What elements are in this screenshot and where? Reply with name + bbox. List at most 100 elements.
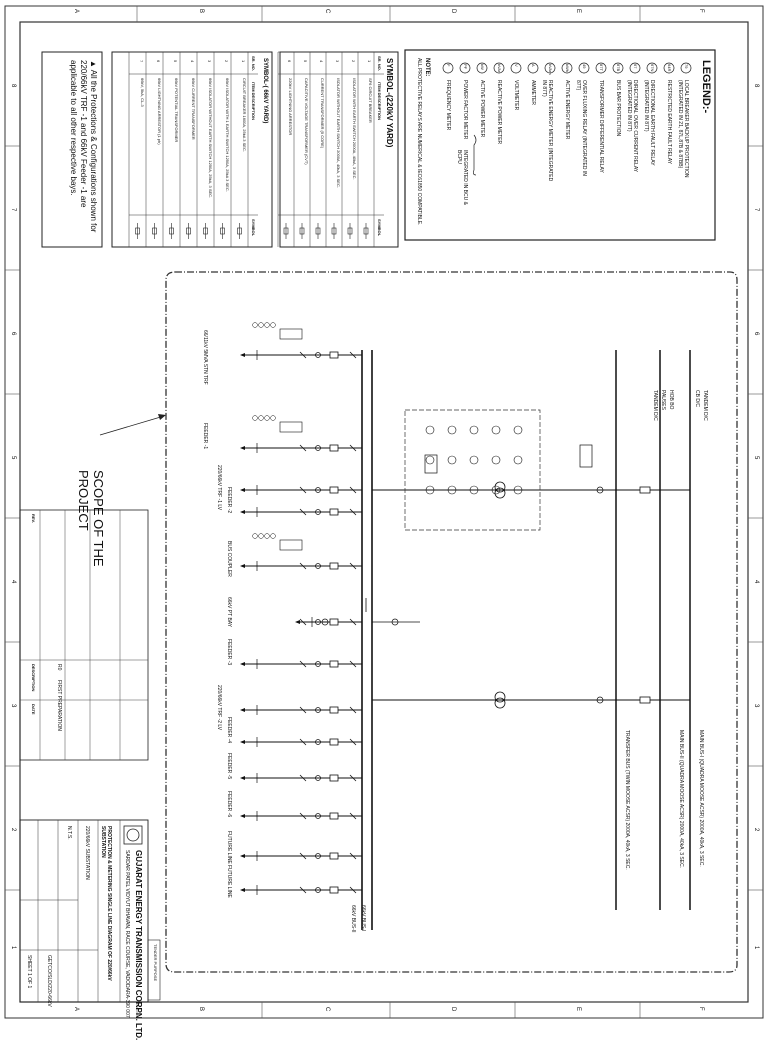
note-box-text: ▲ All the Protections & Configurations s… — [69, 60, 98, 233]
border-number-left: 2 — [10, 828, 16, 832]
border-zone-ticks — [5, 6, 763, 1018]
bay-isolator-icon — [349, 774, 357, 782]
hv-main-bus-1-label: MAIN BUS-I (QUADRA MOOSE ACSR) 2000A, 40… — [698, 730, 704, 867]
lv-bus-1-label: 66kV BUS-I — [360, 905, 366, 932]
bay-isolator-icon — [349, 351, 357, 359]
border-letter-bottom: E — [575, 1007, 581, 1012]
relay-icon — [447, 425, 457, 435]
revision-header: DESCRIPTION — [31, 664, 36, 692]
hv-ct-icon — [596, 486, 604, 494]
bcu-block — [279, 539, 303, 551]
legend-code: 67N — [650, 64, 655, 72]
meter-icon — [258, 533, 264, 539]
hv-main-bus-2-label: MAIN BUS-II (QUADRA MOOSE ACSR) 2000A, 4… — [678, 730, 684, 869]
relay-icon — [513, 455, 523, 465]
bay-isolator-icon — [349, 444, 357, 452]
hv-breaker-icon — [639, 696, 651, 704]
border-letter-top: A — [73, 9, 79, 14]
legend-symbol-icon — [629, 62, 641, 74]
legend-brace-text: INTEGRATED IN BCU & BCPU — [456, 150, 468, 205]
legend-code: 87T — [599, 64, 604, 71]
table-symbol-glyph — [186, 227, 191, 235]
legend-item-text: BUS BAR PROTECTION — [615, 80, 621, 137]
legend-item-text: DIRECTIONAL EARTH FAULT RELAY (INTEGRATE… — [643, 80, 655, 166]
company-name: GUJARAT ENERGY TRANSMISSION CORPN. LTD. — [134, 850, 143, 1040]
tender-stamp: TENDER PURPOSE — [153, 944, 158, 982]
bay-isolator-icon — [349, 618, 357, 626]
scope-arrow — [99, 415, 165, 436]
title-block-grid — [20, 820, 121, 1002]
border-number-left: 7 — [10, 208, 16, 212]
bay-isolator-icon — [299, 660, 307, 668]
legend-symbol-icon — [510, 62, 522, 74]
legend-code: PF — [463, 64, 468, 70]
meter-icon — [264, 533, 270, 539]
relay-icon — [425, 455, 435, 465]
table-row-description: 66kV ISOLATOR WITHOUT EARTH SWITCH 1250A… — [208, 78, 213, 199]
relay-icon — [425, 485, 435, 495]
bay-end-arrow-icon — [240, 776, 245, 780]
bay-label: FUTURE LINE — [226, 831, 232, 864]
revision-number: R0 — [56, 664, 62, 671]
table-header-symbol: SYMBOL — [377, 219, 382, 237]
table-row-srno: 2 — [224, 60, 229, 63]
bay-isolator-icon — [349, 562, 357, 570]
revision-grid — [20, 510, 148, 760]
bay-end-arrow-icon — [295, 620, 300, 624]
protection-panel-box — [404, 409, 541, 531]
bay-isolator-icon — [299, 486, 307, 494]
bay-breaker-icon — [329, 508, 339, 516]
legend-title: LEGEND:- — [700, 60, 712, 114]
meter-icon — [270, 533, 276, 539]
bay-ct-icon — [315, 853, 321, 859]
legend-note-label: NOTE: — [424, 58, 430, 77]
tender-stamp-box — [147, 939, 161, 1001]
bay-isolator-icon — [299, 852, 307, 860]
hv-transfer-bus-label: TRANSFER BUS (TWIN MOOSE ACSR) 2000A, 40… — [624, 730, 630, 870]
bay-isolator-icon — [299, 351, 307, 359]
bcu-block — [279, 421, 303, 433]
bay-breaker-icon — [329, 351, 339, 359]
table-row-description: 220kV LIGHTNING ARRESTOR — [288, 78, 293, 136]
transformer-winding-icon — [494, 487, 506, 499]
border-letter-bottom: A — [73, 1007, 79, 1012]
border-letter-top: C — [324, 9, 330, 14]
legend-symbol-icon — [459, 62, 471, 74]
legend-code: 49 — [582, 64, 587, 69]
bay-isolator-icon — [299, 738, 307, 746]
table-header-srno: SR. NO. — [251, 56, 256, 71]
table-row-srno: 4 — [190, 60, 195, 63]
pt-icon — [321, 618, 329, 626]
border-number-right: 5 — [753, 456, 759, 460]
table-symbol-glyph — [237, 227, 242, 235]
scale-value: N.T.S. — [66, 826, 72, 840]
legend-brace — [472, 134, 477, 176]
relay-panel-block — [424, 454, 438, 474]
legend-symbol-icon — [476, 62, 488, 74]
table-symbol-glyph — [220, 227, 225, 235]
transformer-winding-icon — [494, 691, 506, 703]
company-address: SARDAR PATEL VIDYUT BHAVAN, RACE COURSE,… — [124, 850, 130, 1018]
table-row-description: CAPACITIVE VOLTAGE TRANSFORMER (CVT) — [304, 78, 309, 165]
border-letter-top: E — [575, 9, 581, 14]
table-row-description: CURRENT TRANSFORMER (5 CORE) — [320, 78, 325, 149]
border-number-left: 3 — [10, 704, 16, 708]
bay-isolator-icon — [349, 660, 357, 668]
table-row-srno: 5 — [303, 60, 308, 63]
bay-label: FEEDER -5 — [226, 753, 232, 780]
meter-icon — [252, 415, 258, 421]
bay-breaker-icon — [329, 618, 339, 626]
table-row-description: 66kV, 5kA, CL-3 — [140, 78, 145, 107]
bay-label: FEEDER -1 — [202, 423, 208, 450]
border-number-right: 6 — [753, 332, 759, 336]
legend-item-text: RESTRICTED EARTH FAULT RELAY — [666, 80, 672, 165]
table-symbol-glyph — [299, 227, 305, 235]
relay-icon — [447, 455, 457, 465]
legend-code: 64R — [667, 64, 672, 72]
bay-isolator-icon — [299, 562, 307, 570]
relay-icon — [447, 485, 457, 495]
legend-code: 79 — [684, 64, 689, 69]
bay-breaker-icon — [329, 774, 339, 782]
legend-symbol-icon — [680, 62, 692, 74]
